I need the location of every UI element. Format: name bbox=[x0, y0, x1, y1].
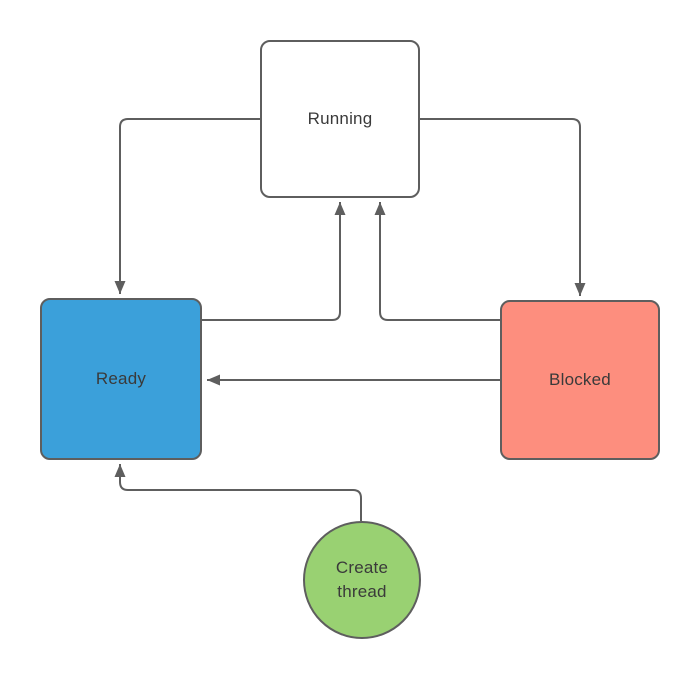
node-ready-label: Ready bbox=[95, 369, 147, 389]
node-create-thread: Create thread bbox=[303, 521, 421, 639]
node-ready: Ready bbox=[40, 298, 202, 460]
edge-blocked-to-running bbox=[374, 202, 500, 321]
node-blocked-label: Blocked bbox=[549, 370, 611, 390]
edge-running-to-ready bbox=[114, 118, 260, 294]
node-running: Running bbox=[260, 40, 420, 198]
node-create-thread-label: Create thread bbox=[335, 558, 389, 601]
edge-create-thread-to-ready bbox=[114, 464, 362, 521]
node-blocked: Blocked bbox=[500, 300, 660, 460]
edge-running-to-blocked bbox=[420, 118, 586, 296]
node-running-label: Running bbox=[307, 109, 373, 129]
edge-ready-to-running bbox=[202, 202, 346, 321]
